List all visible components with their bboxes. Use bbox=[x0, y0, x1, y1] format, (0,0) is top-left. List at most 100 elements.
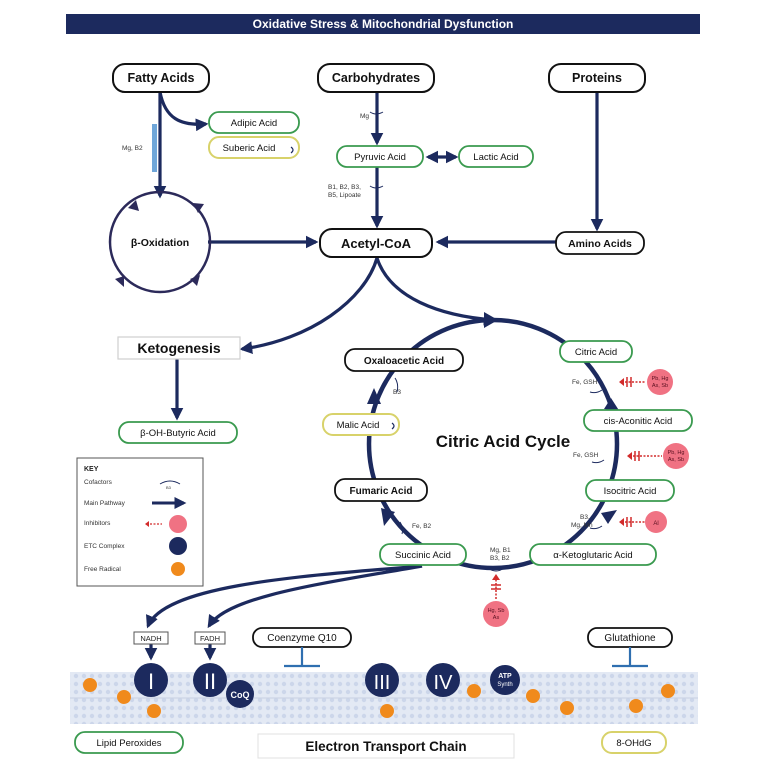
arrow-to-fadh bbox=[207, 564, 423, 629]
title-bar bbox=[66, 14, 700, 34]
key-title: KEY bbox=[84, 466, 99, 473]
node-pyruvic-acid bbox=[336, 145, 424, 168]
cofactor-bar bbox=[152, 124, 157, 172]
cofactor-pyruvate-1: B1, B2, B3, bbox=[328, 184, 361, 191]
cofactor-labels: Mg, B2 Mg B1, B2, B3, B5, Lipoate Fe, GS… bbox=[122, 113, 599, 562]
atp-synthase bbox=[490, 665, 520, 695]
node-8-ohdg bbox=[601, 731, 667, 754]
label-pyruvic-acid: Pyruvic Acid bbox=[354, 152, 406, 163]
cycle-arrowheads bbox=[367, 312, 620, 526]
yellow-nodes bbox=[208, 136, 667, 754]
free-radical-icon bbox=[560, 701, 574, 715]
node-carbohydrates bbox=[317, 63, 435, 93]
svg-text:Pb, Hg: Pb, Hg bbox=[652, 376, 669, 382]
node-amino-acids bbox=[555, 231, 645, 255]
arrow-to-nadh bbox=[146, 564, 423, 629]
free-radical-icon bbox=[467, 684, 481, 698]
free-radical-icon bbox=[147, 704, 161, 718]
cofactor-mg-mn: Mg, Mn bbox=[571, 522, 593, 529]
inhibitors: Pb, Hg As, Sb Pb, Hg As, Sb Al Hg, Sb As bbox=[483, 369, 689, 627]
free-radical-icon bbox=[526, 689, 540, 703]
cofactor-pyruvate-2: B5, Lipoate bbox=[328, 192, 361, 199]
label-ketogenesis: Ketogenesis bbox=[137, 340, 220, 356]
free-radical-icon bbox=[629, 699, 643, 713]
label-butyric-acid: β-OH-Butyric Acid bbox=[140, 428, 216, 439]
label-nadh: NADH bbox=[140, 634, 161, 643]
complex-iii bbox=[365, 663, 399, 697]
svg-text:ETC Complex: ETC Complex bbox=[84, 543, 125, 550]
svg-text:Al: Al bbox=[653, 521, 658, 527]
antioxidant-blockers bbox=[284, 647, 648, 668]
node-lactic-acid bbox=[458, 145, 534, 168]
cofactor-fe-gsh-2: Fe, GSH bbox=[573, 452, 599, 459]
svg-text:Pb, Hg: Pb, Hg bbox=[668, 450, 685, 456]
label-carbohydrates: Carbohydrates bbox=[332, 71, 420, 85]
node-suberic-acid bbox=[208, 136, 300, 159]
svg-text:As: As bbox=[493, 615, 500, 621]
label-electron-transport-chain: Electron Transport Chain bbox=[305, 739, 466, 754]
green-nodes bbox=[74, 111, 693, 754]
label-beta-oxidation: β-Oxidation bbox=[131, 237, 189, 249]
svg-text:CoQ: CoQ bbox=[231, 690, 250, 700]
node-malic-acid bbox=[322, 413, 400, 436]
legend-key: KEY Cofactors B3 Main Pathway Inhibitors… bbox=[76, 457, 204, 587]
label-adipic-acid: Adipic Acid bbox=[231, 118, 277, 129]
inhibitor-3: Al bbox=[619, 511, 667, 533]
svg-text:Hg, Sb: Hg, Sb bbox=[488, 608, 505, 614]
node-cis-aconitic-acid bbox=[583, 409, 693, 432]
free-radicals bbox=[83, 678, 675, 718]
arrow-fatty-to-adipic bbox=[158, 91, 209, 132]
node-citric-acid bbox=[559, 340, 633, 363]
cofactor-mg: Mg bbox=[360, 113, 369, 120]
free-radical-icon bbox=[661, 684, 675, 698]
label-oxaloacetic-acid: Oxaloacetic Acid bbox=[364, 356, 444, 367]
arrow-acetyl-to-ketogenesis bbox=[239, 257, 379, 354]
node-succinic-acid bbox=[379, 543, 467, 566]
label-isocitric-acid: Isocitric Acid bbox=[604, 486, 657, 497]
label-lipid-peroxides: Lipid Peroxides bbox=[97, 738, 162, 749]
label-cis-aconitic-acid: cis-Aconitic Acid bbox=[604, 416, 673, 427]
label-amino-acids: Amino Acids bbox=[568, 238, 632, 250]
svg-text:As, Sb: As, Sb bbox=[652, 383, 668, 389]
source-nodes bbox=[112, 63, 646, 502]
svg-text:Free Radical: Free Radical bbox=[84, 566, 121, 573]
svg-text:II: II bbox=[204, 669, 216, 694]
label-citric-acid-cycle: Citric Acid Cycle bbox=[436, 432, 570, 451]
label-glutathione: Glutathione bbox=[604, 633, 656, 644]
node-ketogenesis bbox=[117, 336, 241, 360]
cofactor-fe-gsh-1: Fe, GSH bbox=[572, 379, 598, 386]
arrow-acetyl-to-cycle bbox=[375, 257, 497, 326]
svg-text:ATP: ATP bbox=[498, 673, 512, 680]
node-adipic-acid bbox=[208, 111, 300, 134]
node-acetyl-coa bbox=[319, 228, 433, 258]
label-8-ohdg: 8-OHdG bbox=[616, 738, 651, 749]
label-fadh: FADH bbox=[200, 634, 220, 643]
label-fumaric-acid: Fumaric Acid bbox=[350, 486, 413, 497]
svg-text:Synth: Synth bbox=[497, 682, 512, 688]
node-oxaloacetic-acid bbox=[344, 348, 464, 372]
node-ketoglutaric-acid bbox=[529, 543, 657, 566]
etc-label-box bbox=[257, 733, 515, 759]
label-malic-acid: Malic Acid bbox=[337, 420, 380, 431]
fadh-tag bbox=[194, 631, 226, 645]
free-radical-icon bbox=[380, 704, 394, 718]
label-succinic-acid: Succinic Acid bbox=[395, 550, 451, 561]
svg-text:III: III bbox=[374, 672, 391, 694]
coq-carrier bbox=[226, 680, 254, 708]
node-proteins bbox=[548, 63, 646, 93]
svg-text:Inhibitors: Inhibitors bbox=[84, 520, 111, 527]
complex-i bbox=[134, 663, 168, 697]
beta-oxidation-ring bbox=[108, 190, 212, 294]
inhibitor-1: Pb, Hg As, Sb bbox=[619, 369, 673, 395]
cofactor-mg-b2: Mg, B2 bbox=[122, 145, 143, 152]
label-coenzyme-q10: Coenzyme Q10 bbox=[267, 633, 337, 644]
node-isocitric-acid bbox=[585, 479, 675, 502]
label-acetyl-coa: Acetyl-CoA bbox=[341, 236, 412, 251]
node-fumaric-acid bbox=[334, 478, 428, 502]
etc-complexes: I II CoQ III IV ATP Synth bbox=[134, 663, 520, 708]
svg-text:As, Sb: As, Sb bbox=[668, 457, 684, 463]
cofactor-b3-malic: B3 bbox=[393, 389, 401, 396]
label-lactic-acid: Lactic Acid bbox=[473, 152, 518, 163]
label-citric-acid: Citric Acid bbox=[575, 347, 617, 358]
cofactor-b3: B3, bbox=[580, 514, 590, 521]
